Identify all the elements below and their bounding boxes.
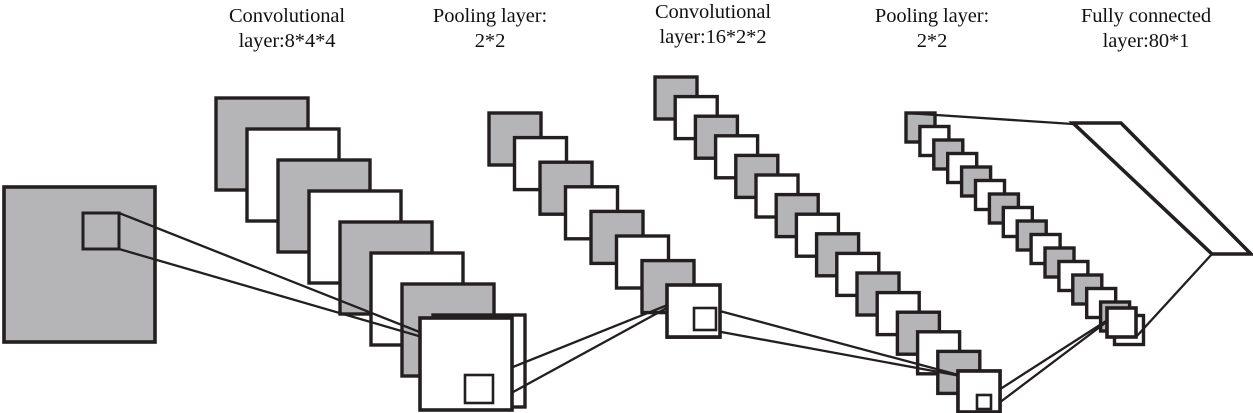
connector-pool1-to-conv2-bottom [715, 329, 967, 379]
connector-input-to-conv1-top [118, 211, 461, 350]
conv2-label: Convolutional layer:16*2*2 [620, 0, 806, 50]
pool-layer-1-stack [487, 111, 722, 339]
pool2-front-card-group [1105, 306, 1138, 339]
connector-conv2-to-pool2-bottom [990, 313, 1118, 410]
pool1-front-patch [692, 306, 718, 332]
pool2-front-card [1105, 306, 1138, 339]
fully-connected-shape [1068, 121, 1253, 256]
pool1-label: Pooling layer: 2*2 [410, 4, 570, 54]
conv1-front-patch [463, 373, 495, 405]
fc-label-line2: layer:80*1 [1102, 30, 1190, 52]
conv2-label-line1: Convolutional [654, 1, 771, 23]
input-layer-group [2, 185, 461, 350]
fully-connected-group [1068, 121, 1253, 256]
pool2-label-line1: Pooling layer: [874, 5, 990, 27]
connector-pool1-to-conv2-top [715, 308, 967, 379]
connector-input-to-conv1-bottom [118, 247, 461, 350]
connector-conv1-to-pool1-top [492, 296, 686, 377]
connector-pool2-front-to-fc-vertex [1135, 253, 1213, 338]
feature-map-stacks [214, 75, 1146, 413]
conv1-label-line2: layer:8*4*4 [238, 30, 336, 52]
conv2-front-patch [975, 393, 993, 411]
pool2-label: Pooling layer: 2*2 [852, 4, 1012, 54]
conv1-label: Convolutional layer:8*4*4 [195, 4, 379, 54]
front-cards-group [418, 283, 1138, 413]
connector-conv1-to-pool1-bottom [492, 296, 686, 405]
conv1-label-line1: Convolutional [228, 5, 345, 27]
connector-pool2-first-to-fc-top [905, 111, 1074, 126]
pool1-label-line1: Pooling layer: [432, 5, 548, 27]
pool1-label-line2: 2*2 [474, 30, 506, 52]
fc-label-line1: Fully connected [1080, 5, 1211, 27]
connector-conv2-to-pool2-top [990, 313, 1118, 396]
input-receptive-field [81, 211, 121, 251]
pool2-label-line2: 2*2 [916, 30, 948, 52]
connector-lines [492, 111, 1213, 410]
fc-label: Fully connected layer:80*1 [1046, 4, 1246, 54]
conv2-label-line2: layer:16*2*2 [659, 26, 767, 48]
input-image [2, 185, 157, 344]
